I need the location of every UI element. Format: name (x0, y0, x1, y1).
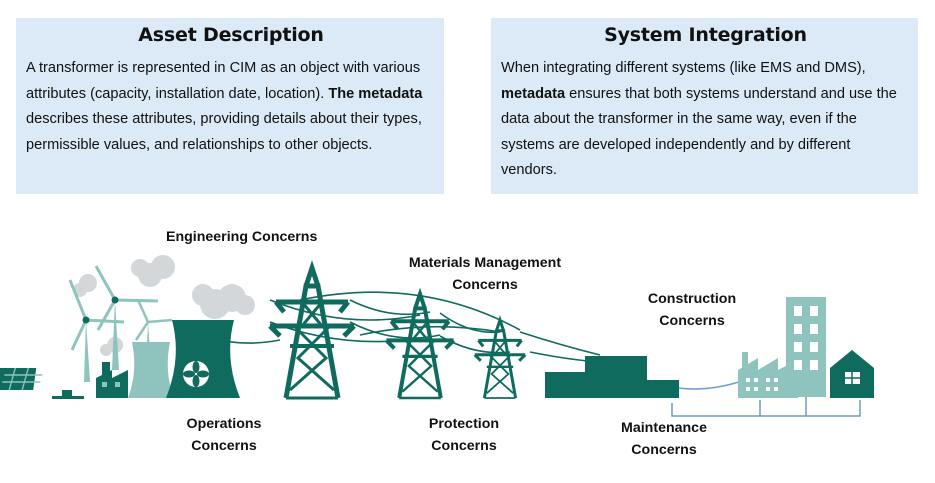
power-plant-icon (128, 320, 240, 398)
label-maintenance-line2: Concerns (631, 442, 697, 458)
label-materials-line1: Materials Management (408, 255, 562, 271)
transformer-block-icon (545, 356, 679, 398)
power-lines (199, 291, 601, 363)
asset-description-text-part2: describes these attributes, providing de… (26, 111, 422, 153)
label-engineering-concerns: Engineering Concerns (166, 229, 318, 245)
transmission-tower-icon (386, 294, 453, 398)
factory-icon (96, 362, 128, 398)
label-maintenance-concerns: Maintenance Concerns (608, 417, 720, 461)
asset-description-bold: The metadata (328, 85, 423, 102)
asset-description-box: Asset Description A transformer is repre… (16, 18, 444, 194)
system-integration-bold: metadata (501, 85, 566, 102)
label-construction-line2: Concerns (659, 313, 725, 329)
system-integration-text: When integrating different systems (like… (501, 56, 910, 184)
system-integration-text-part2: ensures that both systems understand and… (501, 85, 897, 179)
label-materials-line2: Concerns (452, 277, 518, 293)
transmission-tower-icon (270, 268, 354, 398)
system-integration-box: System Integration When integrating diff… (491, 18, 918, 194)
asset-description-title: Asset Description (138, 24, 324, 46)
house-icon (830, 350, 874, 398)
label-materials-management-concerns: Materials Management Concerns (393, 252, 577, 296)
office-building-icon (786, 297, 826, 397)
solar-panel-icon (0, 367, 84, 399)
system-integration-title: System Integration (604, 24, 807, 46)
asset-description-text-part1: A transformer is represented in CIM as a… (26, 60, 421, 102)
label-construction-concerns: Construction Concerns (636, 288, 748, 332)
wind-turbine-icon (68, 265, 173, 382)
smoke-cloud-icon (73, 255, 255, 356)
system-integration-text-part1: When integrating different systems (like… (501, 60, 866, 76)
label-construction-line1: Construction (647, 291, 737, 307)
label-protection-line2: Concerns (431, 438, 497, 454)
label-operations-line1: Operations (186, 416, 262, 432)
asset-description-text: A transformer is represented in CIM as a… (26, 56, 436, 158)
label-protection-concerns: Protection Concerns (414, 413, 514, 457)
label-maintenance-line1: Maintenance (621, 420, 707, 436)
label-operations-line2: Concerns (191, 438, 257, 454)
label-protection-line1: Protection (428, 416, 500, 432)
label-operations-concerns: Operations Concerns (174, 413, 274, 457)
industrial-factory-icon (738, 352, 798, 398)
